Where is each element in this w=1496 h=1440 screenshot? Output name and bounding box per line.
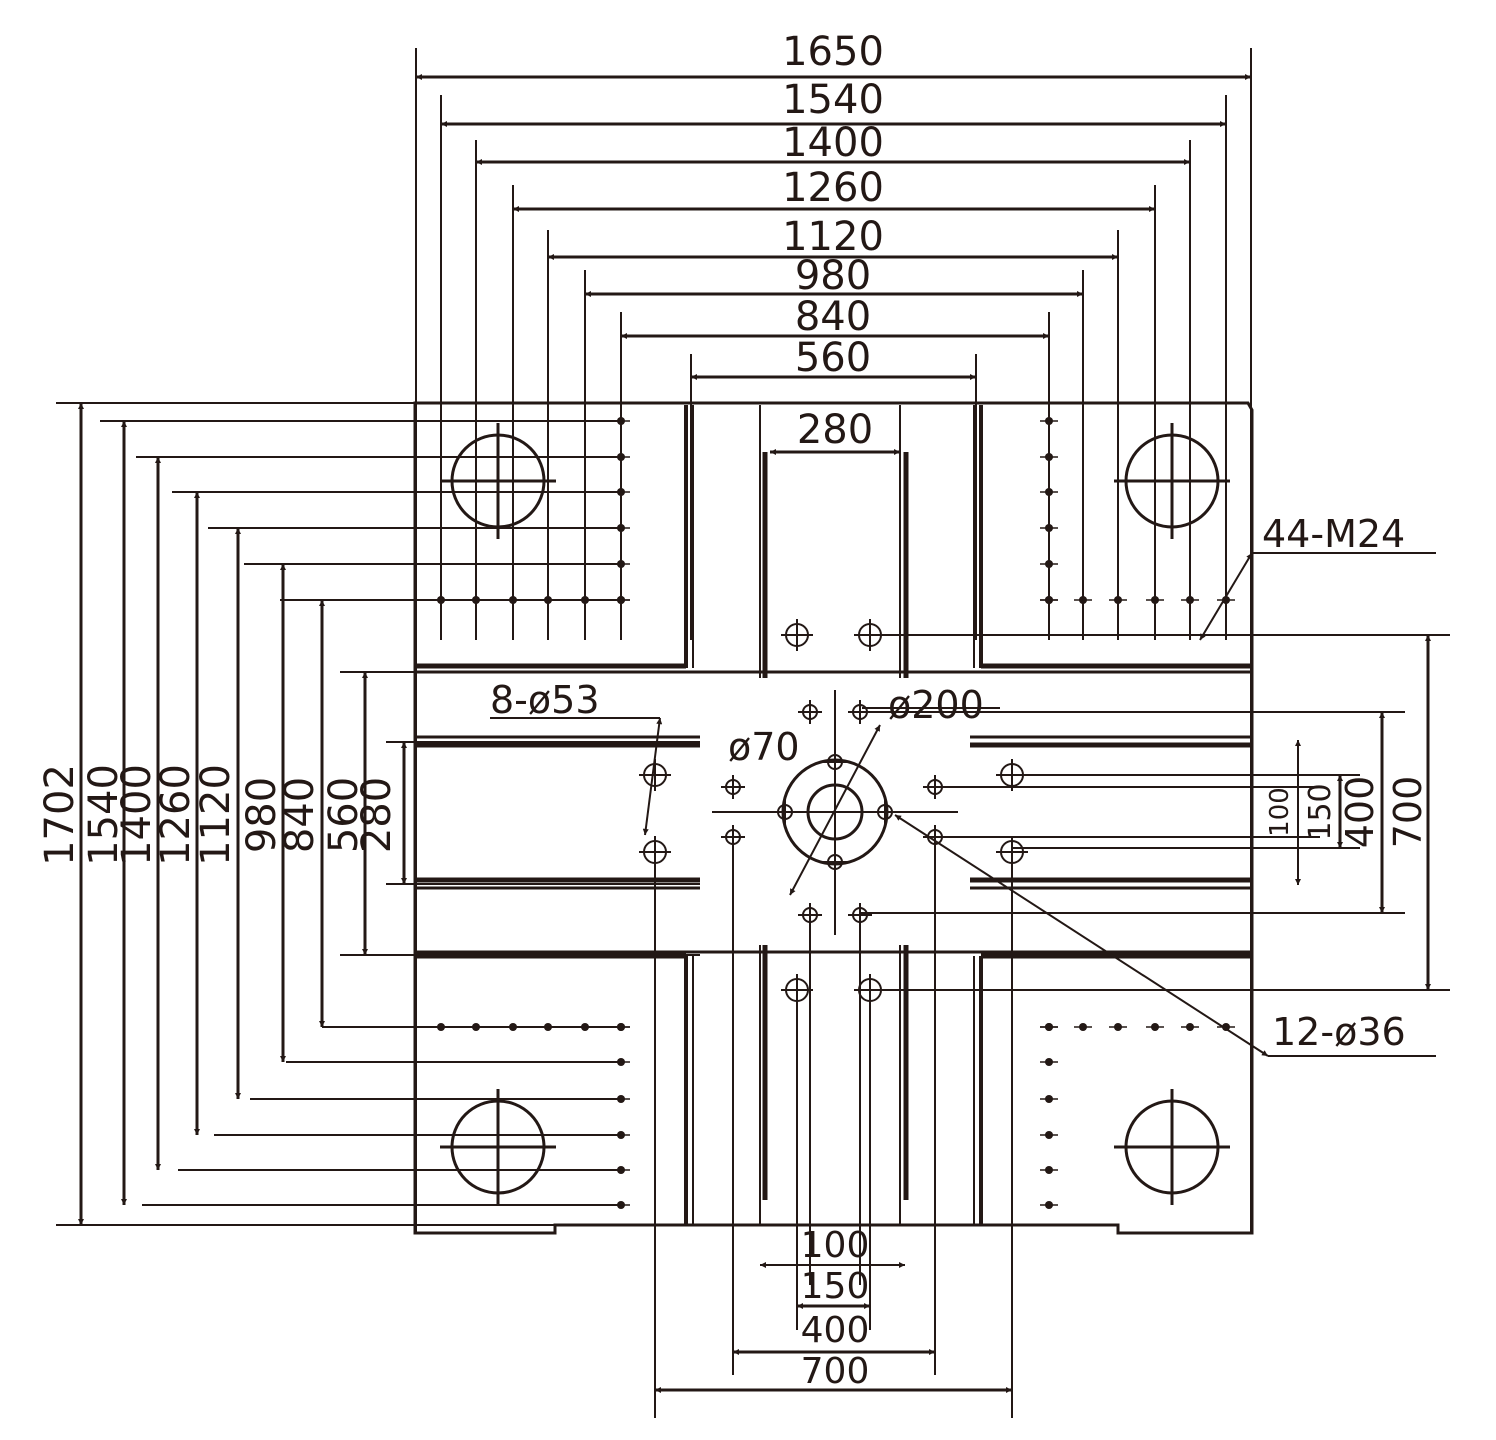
right-dimension-labels: 100 150 400 700 [1265,776,1430,849]
dim-v-1120: 1120 [193,764,239,866]
dim-r-700: 700 [1386,776,1430,849]
dimension-lines [56,48,1450,1418]
dim-r-100: 100 [1265,787,1295,837]
dim-b-150: 150 [801,1266,870,1307]
dim-b-400: 400 [801,1310,870,1351]
dim-v-560: 560 [321,777,367,853]
callout-hole-70: ø70 [728,725,800,769]
dim-r-400: 400 [1338,776,1382,849]
dim-v-980: 980 [239,777,285,853]
callout-44-m24: 44-M24 [1262,512,1405,556]
dim-b-100: 100 [801,1225,870,1266]
dim-h-1120: 1120 [782,214,884,260]
dim-v-840: 840 [277,777,323,853]
dim-b-700: 700 [801,1351,870,1392]
leader-12-holes-36 [894,814,1269,1057]
horizontal-dimension-labels: 1650 1540 1400 1260 1120 980 840 560 280 [782,29,884,453]
dim-h-280: 280 [797,407,873,453]
dim-h-1260: 1260 [782,165,884,211]
dim-v-1260: 1260 [153,764,199,866]
dim-h-560: 560 [795,335,871,381]
dim-h-840: 840 [795,294,871,340]
dim-v-1400: 1400 [114,764,160,866]
leader-44-m24 [1199,552,1253,641]
callout-12-holes-36: 12-ø36 [1272,1010,1406,1054]
dim-h-1650: 1650 [782,29,884,75]
leader-hole-200 [789,724,881,896]
vertical-dimension-labels: 1702 1540 1400 1260 1120 980 840 560 280 [37,764,400,866]
dim-v-280: 280 [354,777,400,853]
dim-r-150: 150 [1303,783,1338,840]
bottom-dimension-labels: 100 150 400 700 [801,1225,870,1392]
dim-h-980: 980 [795,253,871,299]
dim-h-1540: 1540 [782,77,884,123]
dim-h-1400: 1400 [782,120,884,166]
dim-v-1702: 1702 [37,764,83,866]
callout-hole-200: ø200 [888,683,984,727]
leader-8-holes-53 [642,717,663,836]
dim-v-1540: 1540 [81,764,127,866]
callout-8-holes-53: 8-ø53 [490,678,600,722]
callout-labels: 8-ø53 ø70 ø200 44-M24 12-ø36 [490,512,1406,1054]
